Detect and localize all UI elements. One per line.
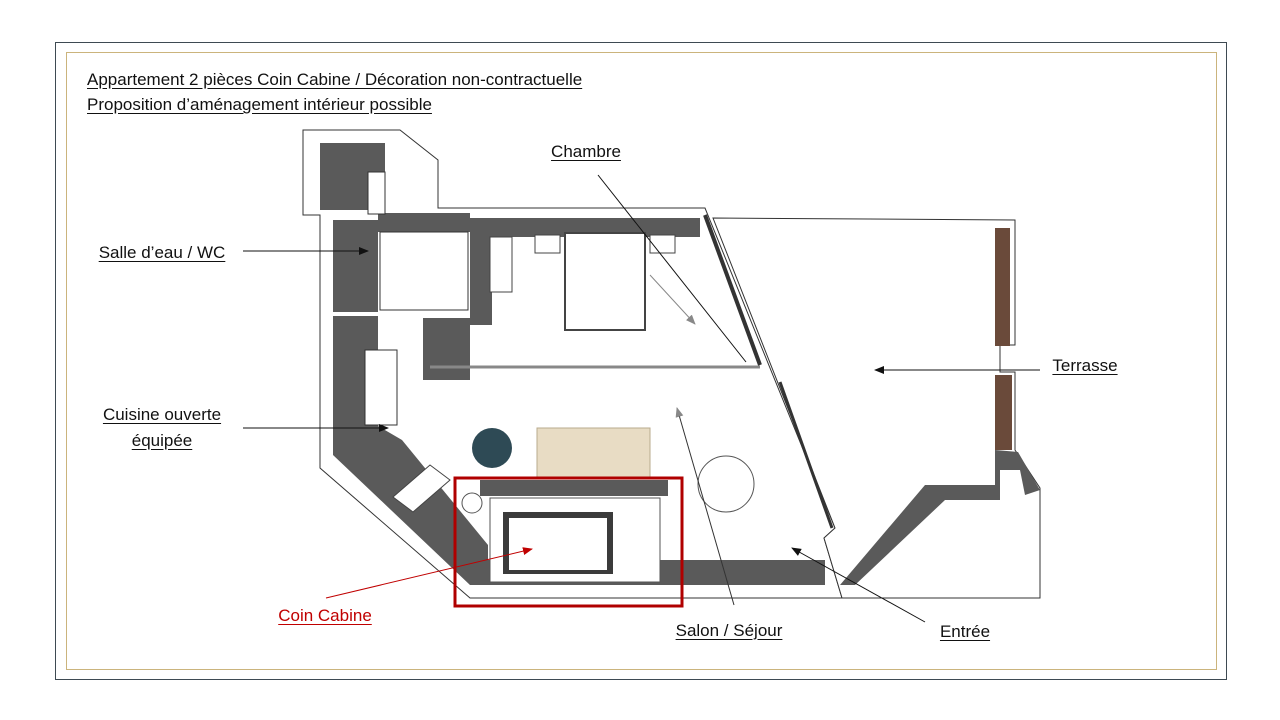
bed [564,232,646,331]
label-cabin: Coin Cabine [278,606,372,625]
title-line-1: Appartement 2 pièces Coin Cabine / Décor… [87,70,583,89]
label-kitchen-2: équipée [131,431,193,450]
sofa [536,427,651,479]
terrace-outline [712,217,1041,599]
arrow-bedroom [597,174,747,363]
label-entrance: Entrée [939,622,991,641]
arrow-entrance [791,547,926,623]
label-kitchen-1: Cuisine ouverte [102,405,222,424]
inner-gold-border [66,52,1217,670]
arrow-cabin [325,547,533,599]
label-bedroom: Chambre [551,142,621,161]
label-living: Salon / Séjour [675,621,783,640]
cabin-bed [509,518,607,570]
armchair [472,428,512,468]
dining-table [697,455,755,513]
arrow-living [675,407,735,606]
title-line-2: Proposition d’aménagement intérieur poss… [87,95,432,114]
cabin-highlight-box [453,476,684,608]
label-bathroom: Salle d’eau / WC [98,243,226,262]
label-terrace: Terrasse [1052,356,1118,375]
slide-frame [55,42,1227,680]
